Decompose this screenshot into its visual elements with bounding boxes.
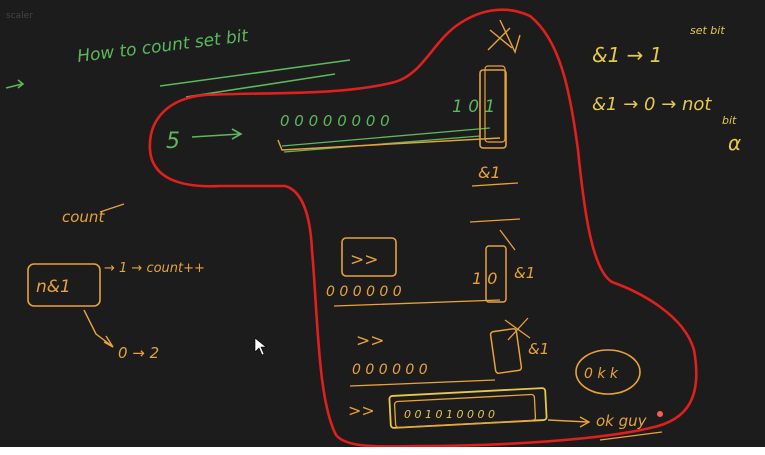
shift-box-label: >> bbox=[350, 250, 379, 270]
row2-and: &1 bbox=[528, 340, 549, 358]
n-and-1-box bbox=[27, 263, 101, 307]
row2-scribble bbox=[349, 317, 531, 387]
row1-tail: 1 0 bbox=[472, 269, 497, 288]
highlight-box-1 bbox=[479, 69, 507, 149]
bottom-strip bbox=[0, 447, 765, 455]
shift-2: >> bbox=[356, 331, 385, 351]
separator-1 bbox=[469, 182, 521, 223]
row2-bits: 0 0 0 0 0 0 bbox=[352, 362, 428, 378]
arrow2-text: 0 → 2 bbox=[118, 344, 159, 362]
row1-bits: 0 0 0 0 0 0 bbox=[326, 284, 402, 300]
left-arrow-down bbox=[83, 309, 114, 348]
final-text: ok guy bbox=[596, 412, 648, 430]
highlight-box-2 bbox=[485, 245, 507, 303]
note-line1: &1 → 1 bbox=[592, 43, 663, 67]
mouse-pointer-icon bbox=[254, 337, 267, 356]
count-label: count bbox=[62, 208, 105, 226]
circled-note: 0 k k bbox=[584, 366, 619, 382]
final-arrow bbox=[547, 416, 591, 428]
row1-underline bbox=[333, 229, 516, 307]
note-line2-symbol: α bbox=[728, 131, 741, 155]
top-scribble bbox=[487, 19, 521, 54]
arrow1-text: → 1 → count++ bbox=[104, 261, 205, 276]
note-line2: &1 → 0 → not bbox=[592, 94, 712, 115]
final-bits-box-2 bbox=[393, 393, 537, 429]
main-number: 5 bbox=[166, 129, 180, 154]
count-underline bbox=[99, 203, 125, 213]
shift-3: >> bbox=[348, 401, 375, 420]
main-tail: 1 0 1 bbox=[452, 97, 495, 117]
title-underline bbox=[159, 59, 351, 98]
row1-and: &1 bbox=[514, 264, 535, 282]
main-orange-underline bbox=[277, 137, 501, 151]
step-and-1: &1 bbox=[478, 163, 501, 182]
row3-bits: 0 0 1 0 1 0 0 0 0 bbox=[404, 408, 495, 421]
circled-note-ring bbox=[575, 349, 641, 395]
main-bits: 0 0 0 0 0 0 0 0 bbox=[280, 112, 390, 130]
main-arrow bbox=[191, 128, 243, 140]
red-outline bbox=[148, 8, 698, 447]
note-line1-small: set bit bbox=[690, 24, 725, 37]
highlight-box-1b bbox=[484, 65, 506, 143]
left-arrow-mark bbox=[5, 79, 25, 89]
highlight-box-3 bbox=[489, 328, 523, 374]
shift-box bbox=[341, 237, 397, 277]
n-and-1-text: n&1 bbox=[36, 277, 71, 297]
note-line2-small: bit bbox=[722, 114, 737, 127]
title-text: How to count set bit bbox=[76, 26, 250, 67]
watermark: scaler bbox=[6, 11, 33, 21]
pen-dot bbox=[657, 411, 663, 417]
final-underline bbox=[599, 431, 663, 441]
